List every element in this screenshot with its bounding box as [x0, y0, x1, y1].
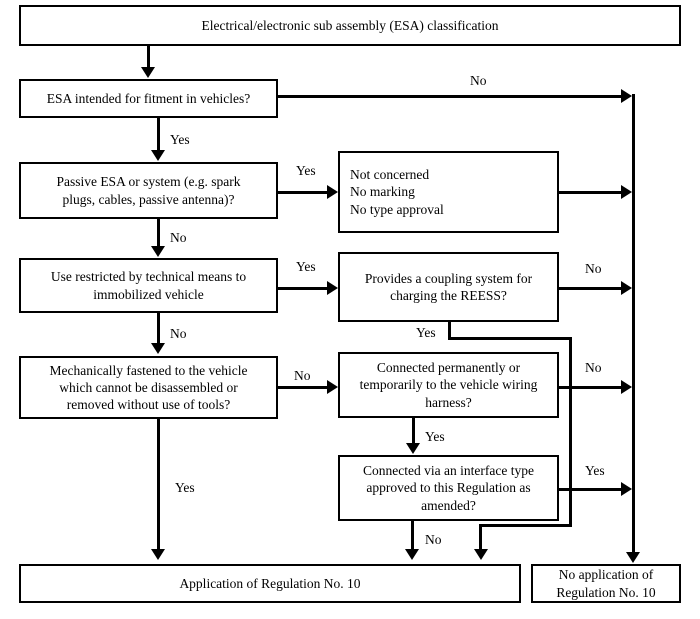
node-mechanically-fastened-line3: removed without use of tools? [66, 397, 231, 413]
node-use-restricted: Use restricted by technical means to imm… [19, 258, 278, 313]
edge-right-bus [632, 94, 635, 556]
node-interface-type-line3: amended? [421, 497, 476, 513]
edge-userestricted-yes-to-coupling [278, 287, 328, 290]
label-connected-no: No [585, 360, 602, 375]
node-title-text: Electrical/electronic sub assembly (ESA)… [201, 17, 499, 33]
label-esa-no: No [470, 73, 487, 88]
node-application-reg10: Application of Regulation No. 10 [19, 564, 521, 603]
edge-interface-no-down [411, 521, 414, 550]
edge-coupling-yes-long-down [569, 337, 572, 527]
edge-passive-no-to-userestricted [157, 219, 160, 247]
edge-coupling-yes-down [448, 322, 451, 340]
node-not-concerned-text: Not concerned No marking No type approva… [350, 166, 551, 218]
node-not-concerned: Not concerned No marking No type approva… [338, 151, 559, 233]
arrow-connected-no-to-bus [621, 380, 632, 394]
node-mechanically-fastened: Mechanically fastened to the vehicle whi… [19, 356, 278, 419]
node-interface-type-text: Connected via an interface type approved… [346, 462, 551, 514]
arrow-userestricted-yes-to-coupling [327, 281, 338, 295]
arrow-interface-yes-to-bus [621, 482, 632, 496]
arrow-notconcerned-to-bus [621, 185, 632, 199]
edge-connected-yes-to-interface [412, 418, 415, 444]
node-coupling-reess-text: Provides a coupling system for charging … [346, 270, 551, 305]
node-passive-esa-line1: Passive ESA or system (e.g. spark [56, 174, 241, 190]
arrow-interface-no-to-application [405, 549, 419, 560]
edge-passive-yes-to-notconcerned [278, 191, 328, 194]
edge-coupling-yes-final-down [479, 524, 482, 550]
arrow-userestricted-no-to-mechanically [151, 343, 165, 354]
node-no-application-reg10-line2: Regulation No. 10 [556, 584, 656, 600]
label-passive-yes: Yes [296, 163, 316, 178]
label-coupling-no: No [585, 261, 602, 276]
arrow-title-to-esa [141, 67, 155, 78]
node-coupling-reess-line1: Provides a coupling system for [364, 270, 533, 286]
edge-esa-no-to-bus [278, 95, 626, 98]
node-mechanically-fastened-text: Mechanically fastened to the vehicle whi… [27, 362, 270, 414]
node-no-application-reg10: No application of Regulation No. 10 [531, 564, 681, 603]
node-use-restricted-line2: immobilized vehicle [93, 286, 204, 302]
node-connected-permanently-line3: harness? [425, 394, 472, 410]
edge-coupling-yes-left [479, 524, 572, 527]
node-connected-permanently-line2: temporarily to the vehicle wiring [359, 377, 538, 393]
node-esa-intended-text: ESA intended for fitment in vehicles? [46, 90, 251, 106]
label-mechanically-yes: Yes [175, 480, 195, 495]
label-interface-no: No [425, 532, 442, 547]
label-userestricted-no: No [170, 326, 187, 341]
node-interface-type-line2: approved to this Regulation as [366, 480, 531, 496]
node-connected-permanently-line1: Connected permanently or [376, 360, 521, 376]
label-mechanically-no: No [294, 368, 311, 383]
label-interface-yes: Yes [585, 463, 605, 478]
node-passive-esa-text: Passive ESA or system (e.g. spark plugs,… [27, 173, 270, 208]
edge-mechanically-no-to-connected [278, 386, 328, 389]
arrow-mechanically-yes-to-application [151, 549, 165, 560]
arrow-esa-no-to-bus [621, 89, 632, 103]
node-interface-type: Connected via an interface type approved… [338, 455, 559, 521]
node-use-restricted-text: Use restricted by technical means to imm… [27, 268, 270, 303]
node-passive-esa: Passive ESA or system (e.g. spark plugs,… [19, 162, 278, 219]
node-no-application-reg10-text: No application of Regulation No. 10 [539, 566, 673, 601]
node-no-application-reg10-line1: No application of [558, 567, 654, 583]
arrow-passive-yes-to-notconcerned [327, 185, 338, 199]
node-mechanically-fastened-line2: which cannot be disassembled or [59, 379, 238, 395]
arrow-connected-yes-to-interface [406, 443, 420, 454]
node-connected-permanently: Connected permanently or temporarily to … [338, 352, 559, 418]
node-application-reg10-text: Application of Regulation No. 10 [179, 575, 361, 591]
arrow-mechanically-no-to-connected [327, 380, 338, 394]
arrow-esa-yes-to-passive [151, 150, 165, 161]
edge-userestricted-no-to-mechanically [157, 313, 160, 344]
node-passive-esa-line2: plugs, cables, passive antenna)? [62, 191, 235, 207]
edge-connected-no-to-bus [559, 386, 626, 389]
edge-interface-yes-to-bus [559, 488, 626, 491]
label-esa-yes: Yes [170, 132, 190, 147]
node-use-restricted-line1: Use restricted by technical means to [50, 269, 247, 285]
node-not-concerned-line2: No marking [350, 184, 415, 200]
arrow-coupling-yes-to-application [474, 549, 488, 560]
node-title-box: Electrical/electronic sub assembly (ESA)… [19, 5, 681, 46]
node-connected-permanently-text: Connected permanently or temporarily to … [346, 359, 551, 411]
edge-mechanically-yes-down [157, 419, 160, 550]
edge-esa-yes-to-passive [157, 118, 160, 151]
arrow-coupling-no-to-bus [621, 281, 632, 295]
node-esa-intended: ESA intended for fitment in vehicles? [19, 79, 278, 118]
edge-title-to-esa [147, 46, 150, 68]
edge-coupling-yes-right [448, 337, 572, 340]
edge-notconcerned-to-bus [559, 191, 626, 194]
node-not-concerned-line3: No type approval [350, 201, 444, 217]
node-coupling-reess-line2: charging the REESS? [390, 288, 507, 303]
node-not-concerned-line1: Not concerned [350, 167, 430, 183]
label-userestricted-yes: Yes [296, 259, 316, 274]
node-interface-type-line1: Connected via an interface type [363, 463, 534, 479]
node-coupling-reess: Provides a coupling system for charging … [338, 252, 559, 322]
arrow-right-bus-to-no-application [626, 552, 640, 563]
node-mechanically-fastened-line1: Mechanically fastened to the vehicle [49, 362, 248, 378]
label-coupling-yes: Yes [416, 325, 436, 340]
arrow-passive-no-to-userestricted [151, 246, 165, 257]
label-connected-yes: Yes [425, 429, 445, 444]
label-passive-no: No [170, 230, 187, 245]
edge-coupling-no-to-bus [559, 287, 626, 290]
